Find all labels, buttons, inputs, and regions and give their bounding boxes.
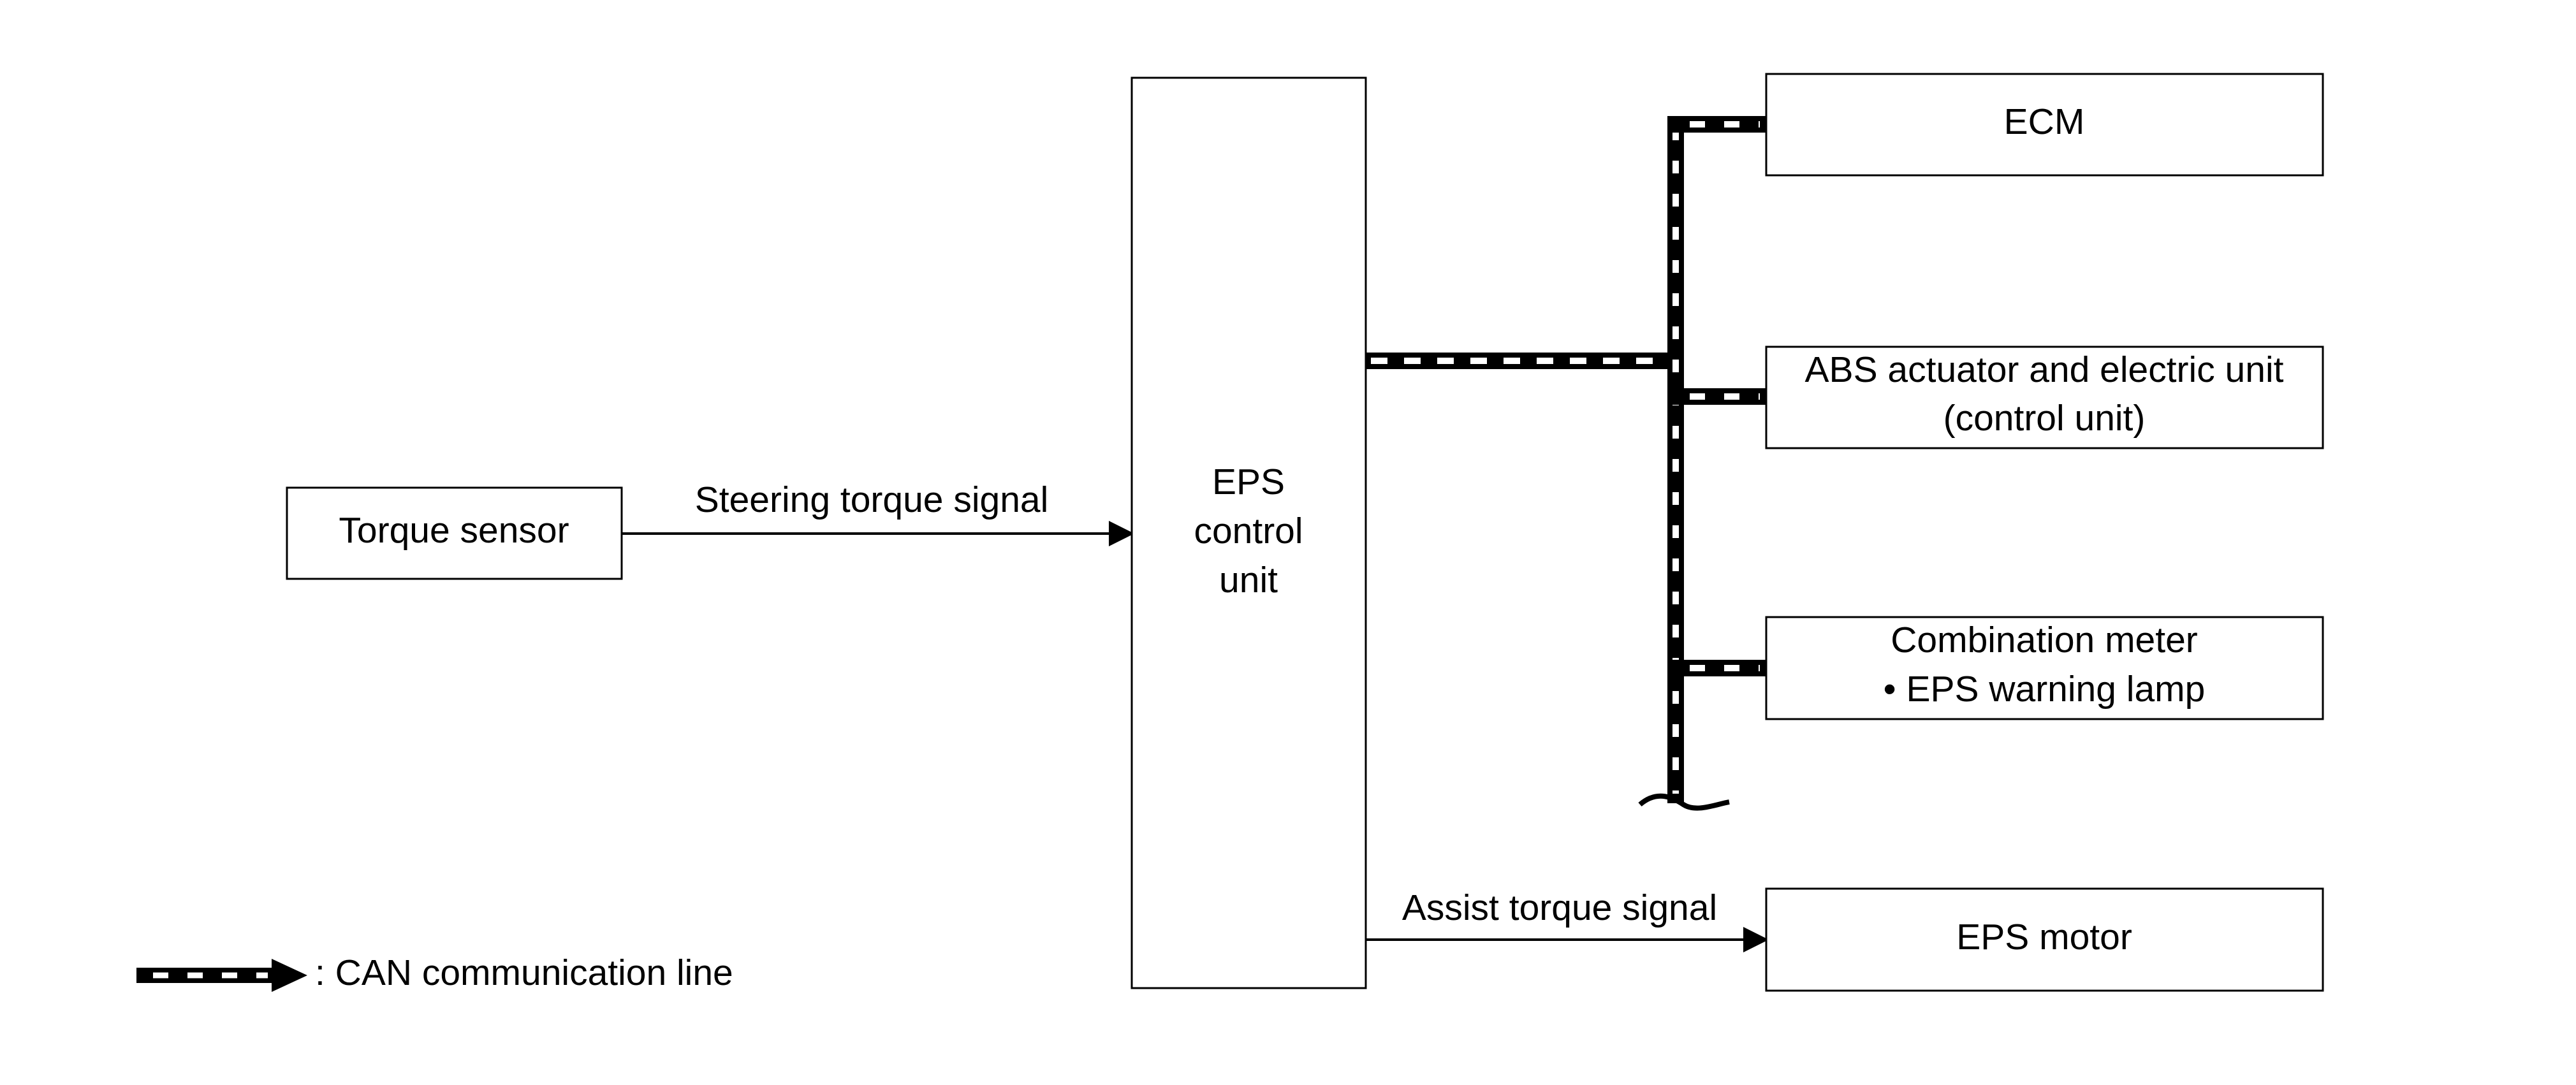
torque-sensor-label: Torque sensor	[339, 510, 569, 551]
ecm-block: ECM	[1765, 73, 2324, 177]
assist-torque-signal-label: Assist torque signal	[1402, 887, 1717, 928]
eps-control-unit-label-line1: EPS	[1212, 462, 1285, 502]
eps-control-unit-label-line2: control	[1194, 511, 1303, 551]
abs-unit-block: ABS actuator and electric unit (control …	[1765, 346, 2324, 449]
abs-unit-label-line1: ABS actuator and electric unit	[1805, 349, 2284, 390]
legend: : CAN communication line	[136, 952, 733, 993]
steering-torque-signal-label: Steering torque signal	[695, 479, 1049, 520]
combination-meter-block: Combination meter • EPS warning lamp	[1765, 616, 2324, 720]
assist-torque-signal: Assist torque signal	[1366, 887, 1769, 952]
abs-unit-label-line2: (control unit)	[1943, 398, 2146, 439]
eps-control-unit-block: EPS control unit	[1131, 76, 1367, 989]
eps-control-unit-label-line3: unit	[1219, 560, 1278, 601]
torque-sensor-block: Torque sensor	[286, 486, 623, 580]
legend-label: : CAN communication line	[315, 952, 733, 993]
can-bus	[1366, 116, 1766, 811]
eps-motor-label: EPS motor	[1956, 917, 2132, 958]
combination-meter-label-line1: Combination meter	[1891, 620, 2198, 660]
steering-torque-signal: Steering torque signal	[622, 479, 1134, 546]
eps-motor-block: EPS motor	[1765, 887, 2324, 992]
can-line-legend-icon	[136, 959, 307, 992]
ecm-label: ECM	[2004, 101, 2085, 142]
combination-meter-label-line2: • EPS warning lamp	[1884, 669, 2206, 710]
